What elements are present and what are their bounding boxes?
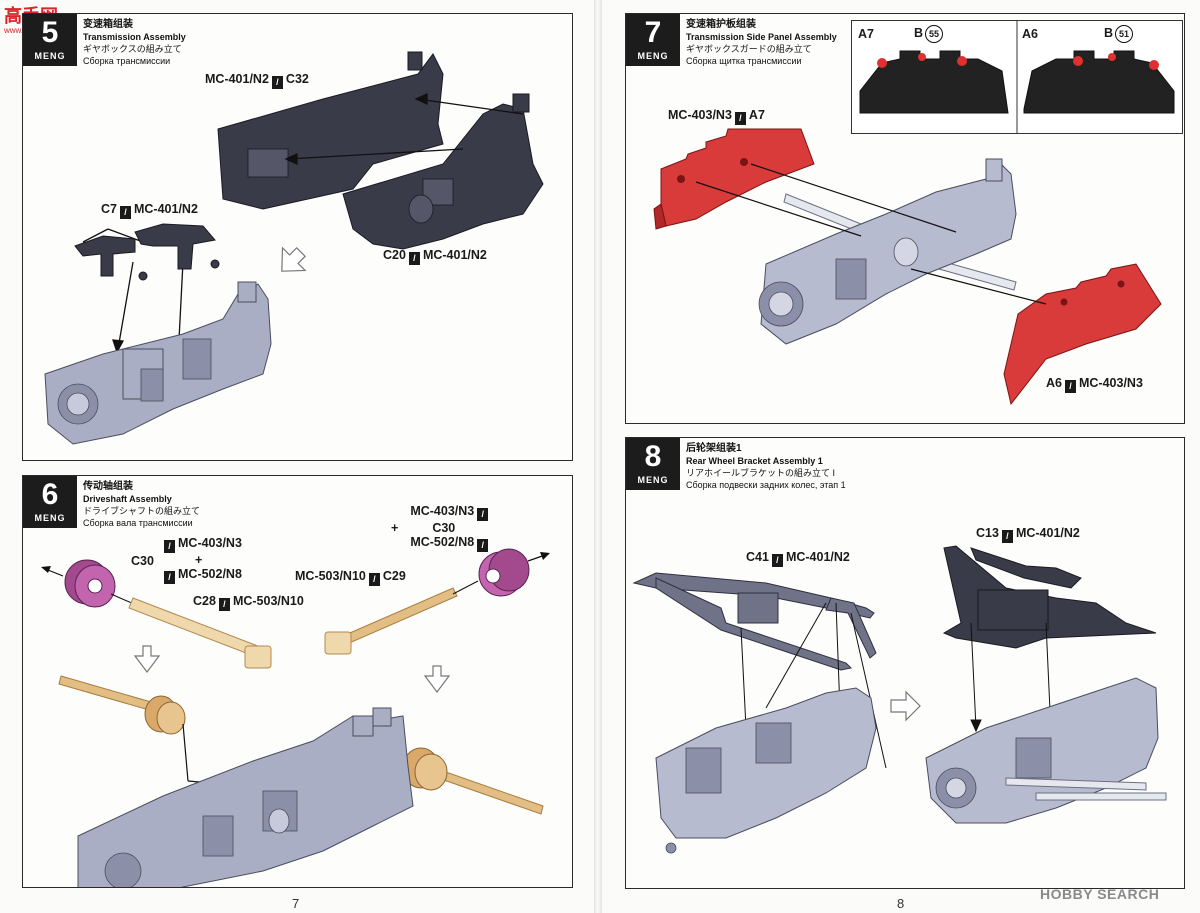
step-8-titles: 后轮架组装1 Rear Wheel Bracket Assembly 1 リアホ… xyxy=(686,443,846,491)
step-8-title-en: Rear Wheel Bracket Assembly 1 xyxy=(686,456,823,466)
step-8-badge: 8 MENG xyxy=(626,438,680,490)
meng-logo: MENG xyxy=(34,51,66,61)
direction-arrow xyxy=(890,690,921,722)
meng-logo: MENG xyxy=(637,51,669,61)
step-6-illustration xyxy=(41,548,550,887)
step-7-title-jp: ギヤボックスガードの組み立て xyxy=(686,44,812,54)
cut-tool-icon: / xyxy=(119,206,131,219)
label-a7: MC-403/N3/A7 xyxy=(668,108,765,125)
step-5-title-en: Transmission Assembly xyxy=(83,32,186,42)
cut-tool-icon: / xyxy=(771,554,783,567)
side-panel-a6 xyxy=(1003,263,1162,406)
label-c30-left-parts: /MC-403/N3 + /MC-502/N8 xyxy=(161,536,242,584)
step-7-title-zh: 变速箱护板组装 xyxy=(686,19,756,30)
label-c30-right-parts: MC-403/N3/ +C30 MC-502/N8/ xyxy=(391,504,491,552)
step-7-titles: 变速箱护板组装 Transmission Side Panel Assembly… xyxy=(686,19,837,67)
meng-logo: MENG xyxy=(34,513,66,523)
step-8-title-ru: Сборка подвески задних колес, этап 1 xyxy=(686,480,846,490)
step-8-title-zh: 后轮架组装1 xyxy=(686,443,742,454)
step-8-panel: 8 MENG 后轮架组装1 Rear Wheel Bracket Assembl… xyxy=(625,437,1185,889)
cut-tool-icon: / xyxy=(271,76,283,89)
cut-tool-icon: / xyxy=(164,571,175,584)
step-6-titles: 传动轴组装 Driveshaft Assembly ドライブシャフトの組み立て … xyxy=(83,481,200,529)
step-5-titles: 变速箱组装 Transmission Assembly ギヤボックスの組み立て … xyxy=(83,19,186,67)
step-7-title-en: Transmission Side Panel Assembly xyxy=(686,32,837,42)
ref-circle-55: 55 xyxy=(925,25,944,43)
step-7-badge: 7 MENG xyxy=(626,14,680,66)
transmission-grey-assembly xyxy=(77,707,414,887)
inset-label-a7: A7 xyxy=(858,27,874,41)
inset-label-a6: A6 xyxy=(1022,27,1038,41)
step-7-arrows xyxy=(695,163,1047,305)
label-c13: C13/MC-401/N2 xyxy=(976,526,1080,543)
step-5-title-ru: Сборка трансмиссии xyxy=(83,56,171,66)
label-c28: C28/MC-503/N10 xyxy=(193,594,304,611)
step-6-title-jp: ドライブシャフトの組み立て xyxy=(83,506,201,516)
inset-illustration xyxy=(859,21,1175,133)
label-c41: C41/MC-401/N2 xyxy=(746,550,850,567)
step-8-illustration xyxy=(632,545,1167,854)
frame-c41 xyxy=(632,572,877,671)
bracket-c7 xyxy=(74,223,220,281)
step-6-number: 6 xyxy=(41,478,59,511)
direction-arrow xyxy=(423,665,451,693)
step-7-illustration xyxy=(653,128,1162,406)
cut-tool-icon: / xyxy=(368,573,380,586)
shaft-c29 xyxy=(324,587,458,655)
bearing-right xyxy=(452,548,550,597)
step-5-badge: 5 MENG xyxy=(23,14,77,66)
cut-tool-icon: / xyxy=(477,508,489,521)
inset-panel-a6 xyxy=(1023,50,1175,114)
label-a6: A6/MC-403/N3 xyxy=(1046,376,1143,393)
cut-tool-icon: / xyxy=(1064,380,1076,393)
step-6-title-zh: 传动轴组装 xyxy=(83,481,133,492)
bearing-left xyxy=(41,559,116,608)
cut-tool-icon: / xyxy=(477,539,489,552)
direction-arrow xyxy=(281,246,307,272)
step-8-number: 8 xyxy=(644,440,662,473)
cut-tool-icon: / xyxy=(1001,530,1013,543)
shaft-c28 xyxy=(110,593,272,669)
label-c30-left: C30 xyxy=(131,554,154,568)
cut-tool-icon: / xyxy=(408,252,420,265)
step-6-title-en: Driveshaft Assembly xyxy=(83,494,172,504)
inset-panel-a7 xyxy=(859,50,1009,114)
page-gutter xyxy=(594,0,602,913)
watermark-hobby-search: HOBBY SEARCH xyxy=(1040,886,1160,902)
step-5-panel: 5 MENG 变速箱组装 Transmission Assembly ギヤボック… xyxy=(22,13,573,461)
page-number-left: 7 xyxy=(292,896,300,911)
ref-circle-51: 51 xyxy=(1115,25,1134,43)
direction-arrow xyxy=(133,645,161,673)
cut-tool-icon: / xyxy=(164,540,175,553)
meng-logo: MENG xyxy=(637,475,669,485)
step-5-illustration xyxy=(44,51,544,445)
step-6-panel: 6 MENG 传动轴组装 Driveshaft Assembly ドライブシャフ… xyxy=(22,475,573,888)
label-c29: MC-503/N10/C29 xyxy=(295,569,406,586)
step-5-number: 5 xyxy=(41,16,59,49)
step-5-title-jp: ギヤボックスの組み立て xyxy=(83,44,182,54)
step-8-title-jp: リアホイールブラケットの組み立て I xyxy=(686,468,836,478)
frame-c13 xyxy=(942,545,1157,649)
cut-tool-icon: / xyxy=(218,598,230,611)
label-c20: C20/MC-401/N2 xyxy=(383,248,487,265)
label-c7: C7/MC-401/N2 xyxy=(101,202,198,219)
step-5-title-zh: 变速箱组装 xyxy=(83,19,133,30)
rear-rods xyxy=(1005,777,1167,801)
step-7-title-ru: Сборка щитка трансмиссии xyxy=(686,56,802,66)
label-c32: MC-401/N2/C32 xyxy=(205,72,309,89)
step-6-title-ru: Сборка вала трансмиссии xyxy=(83,518,193,528)
step-7-number: 7 xyxy=(644,16,662,49)
transmission-grey-assembly xyxy=(760,158,1017,345)
cut-tool-icon: / xyxy=(734,112,746,125)
step-6-badge: 6 MENG xyxy=(23,476,77,528)
page-number-right: 8 xyxy=(897,896,905,911)
side-panel-a7 xyxy=(653,128,815,230)
